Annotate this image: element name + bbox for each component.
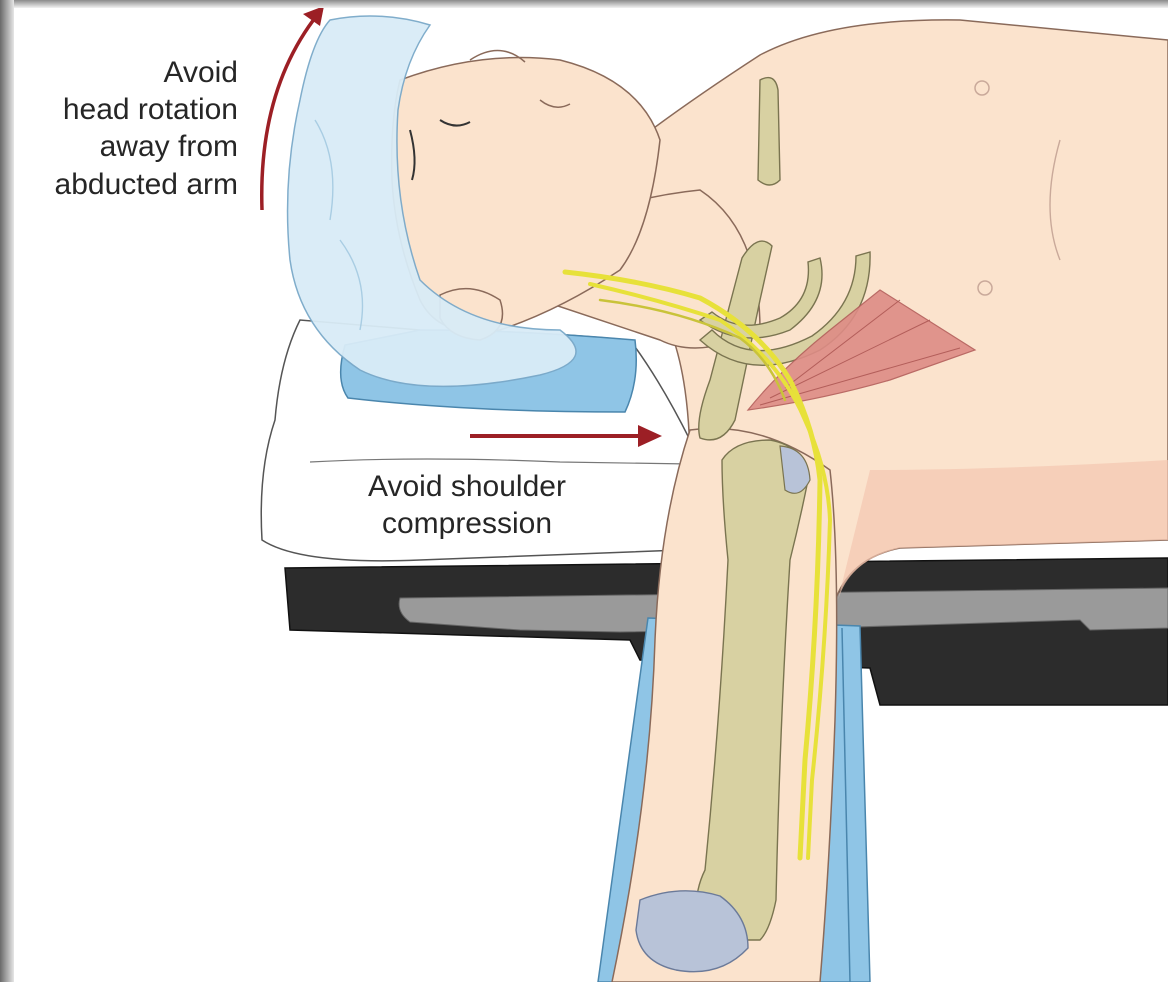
shoulder-compression-label: Avoid shoulder compression [330, 468, 604, 542]
sternum-bone [758, 78, 780, 185]
head-rotation-arrowhead [303, 6, 324, 26]
head-rotation-line: abducted arm [10, 166, 238, 203]
image-frame-top [0, 0, 1168, 8]
head-rotation-label: Avoid head rotation away from abducted a… [10, 54, 238, 203]
head-rotation-line: Avoid [10, 54, 238, 91]
head-rotation-line: head rotation [10, 91, 238, 128]
head-rotation-line: away from [10, 128, 238, 165]
shoulder-compression-line: compression [330, 505, 604, 542]
shoulder-compression-line: Avoid shoulder [330, 468, 604, 505]
